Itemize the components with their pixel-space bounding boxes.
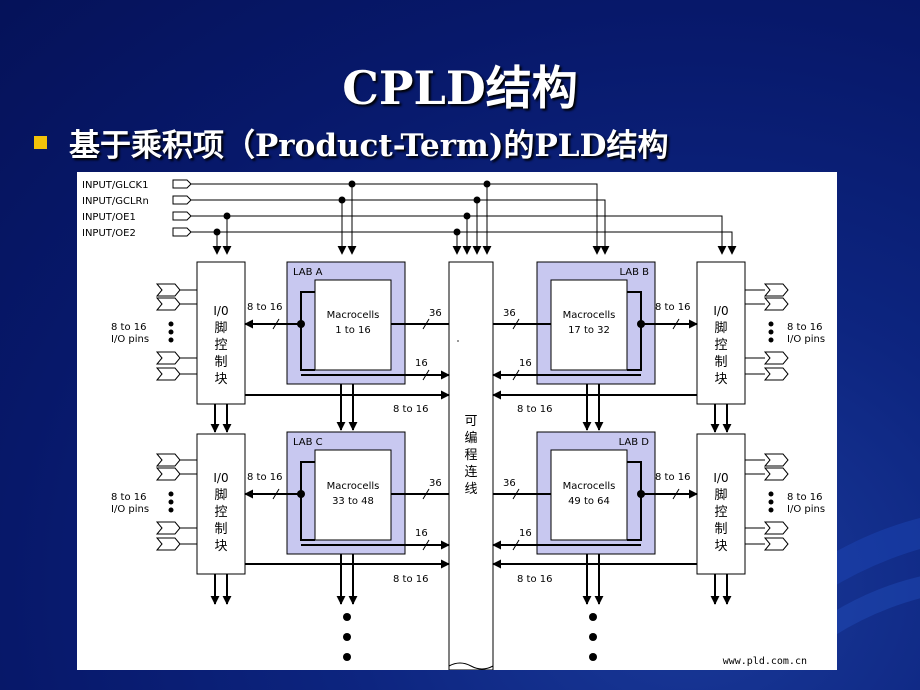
svg-text:控: 控 [214,338,227,353]
svg-text:8 to 16: 8 to 16 [655,302,690,313]
svg-text:I/O pins: I/O pins [111,504,149,515]
svg-text:制: 制 [214,355,227,370]
io-pins-right-bottom [745,453,789,551]
svg-text:Macrocells: Macrocells [563,481,616,492]
svg-text:块: 块 [714,539,727,554]
svg-text:8 to 16: 8 to 16 [655,472,690,483]
svg-text:控: 控 [714,505,727,520]
programmable-interconnect: 可 编 程 连 线 [448,261,494,671]
svg-text:8 to 16: 8 to 16 [111,492,146,503]
svg-text:INPUT/GLCK1: INPUT/GLCK1 [82,180,148,191]
svg-text:36: 36 [503,478,516,489]
svg-text:17 to 32: 17 to 32 [568,325,610,336]
io-pins-right-top [745,283,789,381]
svg-text:块: 块 [714,372,727,387]
svg-text:I/O pins: I/O pins [787,504,825,515]
io-block-bottom-left: I/0 脚 控 制 块 [196,433,246,575]
svg-text:36: 36 [503,308,516,319]
svg-text:8 to 16: 8 to 16 [247,302,282,313]
io-pins-left-bottom [155,453,197,551]
svg-text:控: 控 [714,338,727,353]
svg-text:8 to 16: 8 to 16 [787,492,822,503]
svg-text:Macrocells: Macrocells [563,310,616,321]
svg-text:36: 36 [429,308,442,319]
svg-text:33 to 48: 33 to 48 [332,496,374,507]
svg-text:36: 36 [429,478,442,489]
svg-text:8 to 16: 8 to 16 [517,574,552,585]
svg-text:I/O pins: I/O pins [787,334,825,345]
svg-text:LAB D: LAB D [619,437,650,448]
svg-text:16: 16 [519,528,532,539]
input-label-4: INPUT/OE2 [82,228,136,239]
svg-text:程: 程 [464,448,477,463]
cpld-diagram: INPUT/GLCK1 INPUT/GCLRn INPUT/OE1 INPUT/… [77,172,837,671]
input-label-2: INPUT/GCLRn [82,196,149,207]
io-block-top-right: I/0 脚 控 制 块 [696,261,746,405]
svg-text:制: 制 [214,522,227,537]
junction-dots-top [213,180,491,236]
svg-text:8 to 16: 8 to 16 [247,472,282,483]
svg-text:Macrocells: Macrocells [327,310,380,321]
svg-text:16: 16 [415,528,428,539]
svg-text:脚: 脚 [714,487,727,503]
slide-title: CPLD结构 [342,61,578,115]
svg-text:8 to 16: 8 to 16 [787,322,822,333]
svg-text:INPUT/OE1: INPUT/OE1 [82,212,136,223]
svg-text:8 to 16: 8 to 16 [393,574,428,585]
svg-text:制: 制 [714,522,727,537]
svg-text:LAB A: LAB A [293,267,323,278]
svg-text:脚: 脚 [214,487,227,503]
bullet-marker [34,135,47,149]
io-pin-dots [168,321,774,513]
svg-text:LAB C: LAB C [293,437,323,448]
svg-text:可: 可 [464,414,477,429]
svg-text:I/O pins: I/O pins [111,334,149,345]
svg-text:制: 制 [714,355,727,370]
io-pin-labels: 8 to 16 I/O pins 8 to 16 I/O pins 8 to 1… [111,322,825,515]
svg-text:16: 16 [415,358,428,369]
lab-b: LAB B Macrocells 17 to 32 [492,261,656,385]
svg-text:INPUT/GCLRn: INPUT/GCLRn [82,196,149,207]
svg-text:I/0: I/0 [713,471,728,485]
io-block-top-left: I/0 脚 控 制 块 [196,261,246,405]
bullet-text: 基于乘积项（Product-Term)的PLD结构 [69,127,669,164]
svg-text:I/0: I/0 [213,304,228,318]
io-block-bottom-right: I/0 脚 控 制 块 [696,433,746,575]
svg-text:脚: 脚 [214,320,227,336]
input-label-3: INPUT/OE1 [82,212,136,223]
svg-text:Macrocells: Macrocells [327,481,380,492]
io-pins-left-top [155,283,197,381]
svg-text:控: 控 [214,505,227,520]
bullet-item: 基于乘积项（Product-Term)的PLD结构 [34,120,669,164]
bus-lines [210,319,732,605]
svg-text:脚: 脚 [714,320,727,336]
svg-text:I/0: I/0 [713,304,728,318]
svg-text:8 to 16: 8 to 16 [111,322,146,333]
bus-labels: 8 to 16 8 to 16 8 to 16 8 to 16 36 36 36… [247,302,690,585]
svg-text:16: 16 [519,358,532,369]
svg-text:8 to 16: 8 to 16 [393,404,428,415]
lab-c: LAB C Macrocells 33 to 48 [286,431,450,555]
lab-d: LAB D Macrocells 49 to 64 [492,431,656,555]
bottom-ellipsis-dots [343,613,597,661]
svg-text:块: 块 [214,539,227,554]
svg-text:线: 线 [464,482,477,497]
svg-text:INPUT/OE2: INPUT/OE2 [82,228,136,239]
svg-text:I/0: I/0 [213,471,228,485]
svg-text:块: 块 [214,372,227,387]
watermark: www.pld.com.cn [723,656,807,667]
svg-text:1 to 16: 1 to 16 [335,325,370,336]
global-input-lines [172,179,737,255]
svg-text:连: 连 [464,464,477,480]
input-label-1: INPUT/GLCK1 [82,180,148,191]
svg-text:编: 编 [464,431,477,446]
svg-text:49 to 64: 49 to 64 [568,496,610,507]
bus-slashes [272,318,680,551]
svg-text:8 to 16: 8 to 16 [517,404,552,415]
svg-text:LAB B: LAB B [619,267,649,278]
